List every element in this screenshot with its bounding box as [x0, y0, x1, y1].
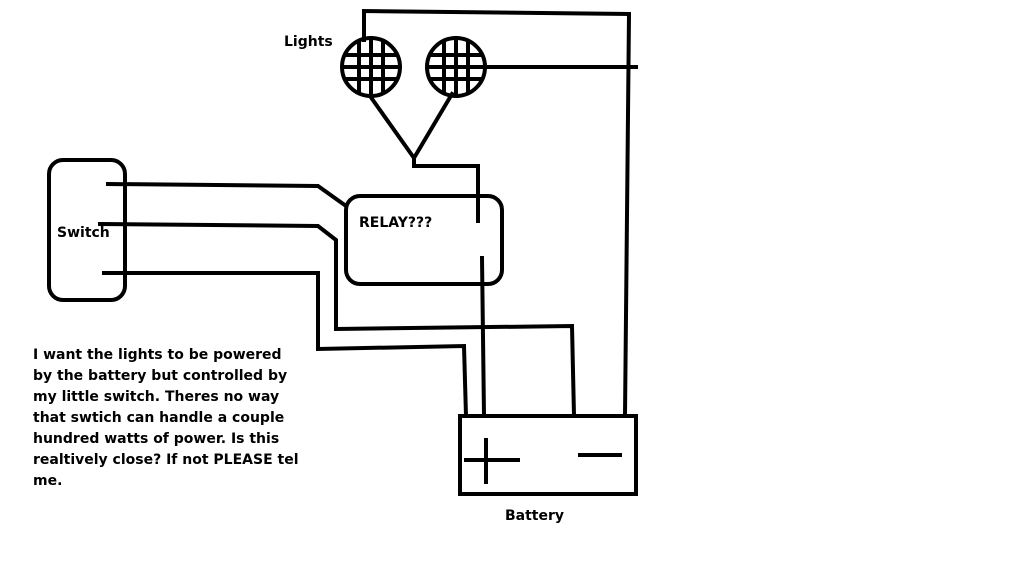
note-line: me. [33, 473, 63, 489]
note-line: realtively close? If not PLEASE tel [33, 452, 299, 468]
switch-wire-2 [97, 221, 577, 419]
light-1-icon [340, 36, 402, 98]
battery-label: Battery [505, 508, 565, 524]
note-line: my little switch. Theres no way [33, 389, 280, 405]
lights-to-relay-wire [412, 156, 480, 223]
switch-label: Switch [57, 225, 110, 241]
relay-label: RELAY??? [359, 215, 433, 231]
note-line: hundred watts of power. Is this [33, 431, 280, 447]
question-note: I want the lights to be powered by the b… [33, 345, 323, 492]
lights-label: Lights [284, 34, 333, 50]
right-rail-wire [622, 11, 632, 419]
battery-box [458, 414, 638, 496]
battery-positive-symbol [464, 438, 520, 484]
note-line: by the battery but controlled by [33, 368, 288, 384]
note-line: I want the lights to be powered [33, 347, 282, 363]
relay-box [344, 194, 504, 286]
lights-feed-wire [367, 91, 455, 162]
switch-wire-1 [105, 181, 349, 209]
light-1-return-wire [362, 8, 632, 42]
light-2-icon [425, 36, 487, 98]
switch-box [47, 158, 127, 302]
relay-to-battery-wire [479, 255, 487, 419]
note-line: that swtich can handle a couple [33, 410, 285, 426]
switch-wire-3 [102, 271, 469, 419]
